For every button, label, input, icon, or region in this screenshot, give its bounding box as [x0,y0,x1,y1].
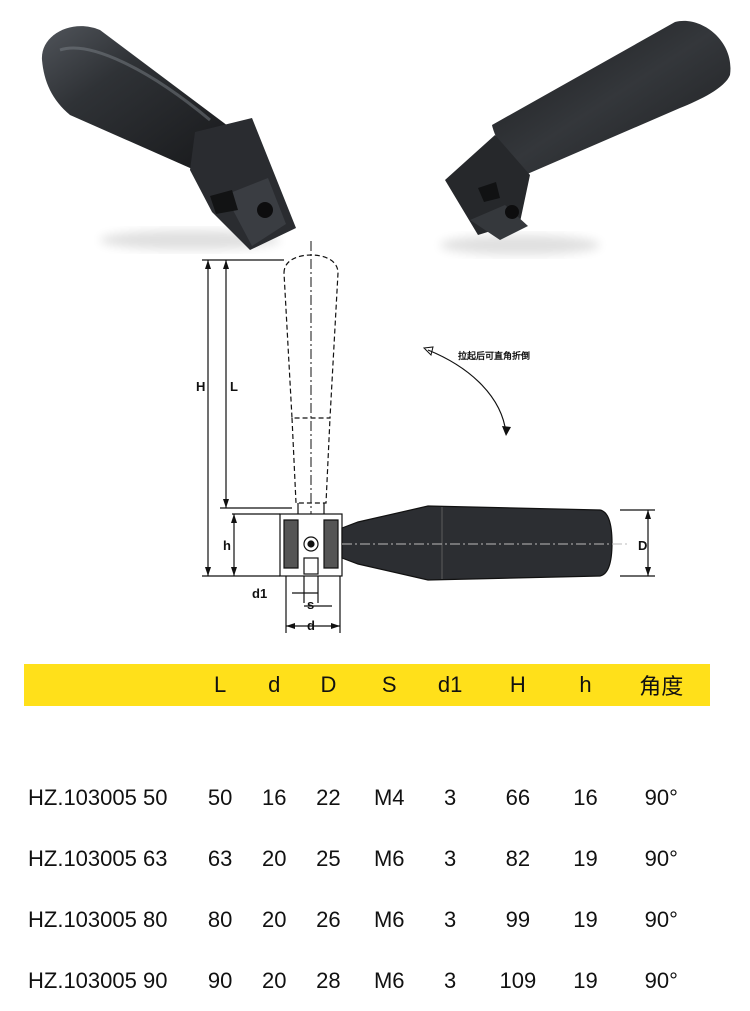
table-cell: 63 [207,845,233,871]
table-cell: 3 [444,906,457,932]
dim-label-h: h [223,538,231,553]
table-cell: 3 [444,845,457,871]
table-cell: HZ.103005 80 [28,906,168,932]
header-cell: 角度 [612,664,710,706]
table-cell: 90° [644,906,678,932]
table-row: HZ.103005 63 63 20 25 M6 3 82 19 90° [24,828,710,889]
table-cell: M6 [373,845,405,871]
spec-table: L d D S d1 H h 角度 HZ.103005 50 50 16 22 … [24,664,710,1011]
table-row: HZ.103005 50 50 16 22 M4 3 66 16 90° [24,767,710,828]
handle-photo-right [440,20,731,255]
table-cell: 16 [573,784,598,810]
table-cell: 16 [261,784,287,810]
table-cell: 25 [316,845,341,871]
table-cell: 19 [573,906,598,932]
table-cell: 22 [316,784,341,810]
dim-label-s: s [307,597,314,612]
table-header-row: L d D S d1 H h 角度 [24,664,710,706]
dim-label-D: D [638,538,647,553]
table-cell: 80 [207,906,233,932]
dim-label-d: d [307,618,315,633]
header-cell: D [301,664,356,706]
header-cell: H [477,664,559,706]
table-cell: 66 [505,784,531,810]
table-cell: 20 [261,906,287,932]
header-cell: S [355,664,424,706]
table-cell: 19 [573,845,598,871]
table-cell: 90° [644,784,678,810]
table-cell: 26 [316,906,341,932]
header-cell [24,664,193,706]
table-cell: HZ.103005 50 [28,784,168,810]
technical-drawing: H L h D d1 s d 拉起后可直角折倒 [196,241,655,633]
fold-note: 拉起后可直角折倒 [458,350,530,362]
table-cell: 20 [261,845,287,871]
header-cell: d [247,664,302,706]
product-photos [41,20,731,255]
header-cell: L [193,664,248,706]
header-cell: h [558,664,613,706]
table-cell: 90° [644,845,678,871]
table-cell: 82 [505,845,531,871]
dim-label-L: L [230,379,238,394]
dim-label-d1: d1 [252,586,267,601]
header-cell: d1 [423,664,478,706]
table-cell: 99 [505,906,531,932]
table-cell: 3 [444,784,457,810]
dim-label-H: H [196,379,205,394]
table-cell: M4 [373,784,405,810]
table-cell: 50 [207,784,233,810]
handle-photo-left [41,26,296,250]
table-row: HZ.103005 80 80 20 26 M6 3 99 19 90° [24,889,710,950]
table-cell: HZ.103005 63 [28,845,168,871]
table-cell: M6 [373,906,405,932]
